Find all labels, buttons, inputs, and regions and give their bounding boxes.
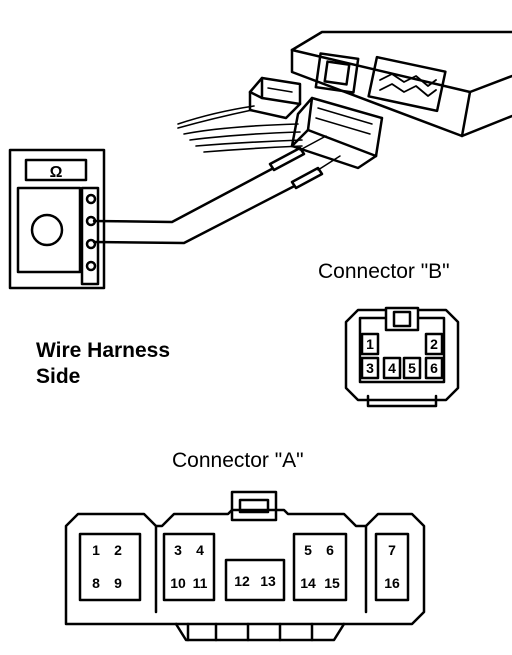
connector-a-pin: 6 — [326, 542, 334, 558]
connector-b-pin: 5 — [408, 360, 416, 376]
connector-a-pin: 11 — [193, 575, 208, 591]
connector-a-pin: 1 — [92, 542, 100, 558]
wire-harness-label-line2: Side — [36, 365, 81, 388]
connector-a-pin: 8 — [92, 575, 100, 591]
connector-b — [344, 306, 460, 408]
connector-a-pin: 3 — [174, 542, 182, 558]
wire-bundle — [177, 105, 303, 153]
connector-a-pin: 9 — [114, 575, 122, 591]
connector-b-pin: 4 — [388, 360, 396, 376]
ecu-unit — [290, 30, 512, 138]
wire-harness-side-label: Wire Harness Side — [36, 338, 170, 390]
small-connector — [248, 76, 302, 120]
connector-a — [64, 490, 426, 642]
connector-a-pin: 14 — [300, 575, 316, 591]
connector-a-pin: 5 — [304, 542, 312, 558]
connector-a-pin: 16 — [384, 575, 400, 591]
connector-b-pin: 2 — [430, 336, 438, 352]
multimeter — [8, 148, 106, 290]
connector-b-title: Connector "B" — [318, 260, 450, 283]
connector-a-pin: 4 — [196, 542, 204, 558]
ohm-symbol: Ω — [50, 164, 63, 181]
connector-a-pin: 7 — [388, 542, 396, 558]
connector-a-pin: 13 — [260, 573, 276, 589]
test-leads — [92, 135, 341, 245]
connector-a-pin: 10 — [170, 575, 186, 591]
wire-harness-label-line1: Wire Harness — [36, 339, 171, 362]
connector-a-pin: 15 — [324, 575, 340, 591]
connector-b-pin: 6 — [430, 360, 438, 376]
connector-a-title: Connector "A" — [172, 449, 304, 472]
connector-b-pin: 3 — [366, 360, 374, 376]
connector-b-pin: 1 — [366, 336, 374, 352]
connector-a-pin: 2 — [114, 542, 122, 558]
connector-a-pin: 12 — [234, 573, 250, 589]
